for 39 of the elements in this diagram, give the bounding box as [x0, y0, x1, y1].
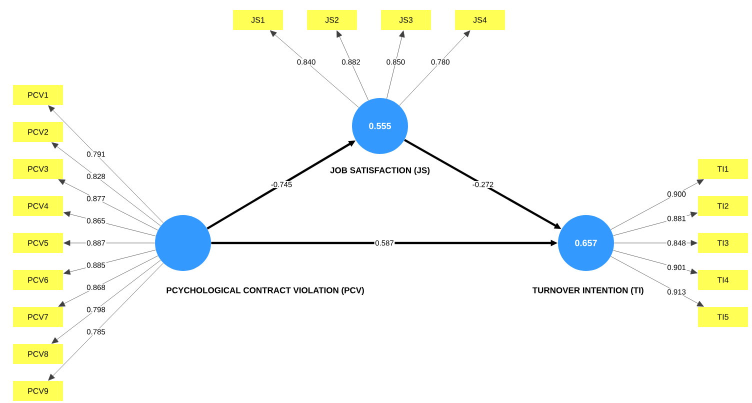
indicator-box: PCV9 [13, 381, 63, 401]
arrow [610, 256, 704, 307]
arrow [52, 260, 161, 344]
arrow [336, 30, 369, 100]
construct-label: TURNOVER INTENTION (TI) [532, 287, 644, 295]
arrow [399, 30, 470, 106]
indicator-box: PCV3 [13, 159, 63, 179]
arrow [64, 250, 156, 275]
arrow [270, 30, 359, 108]
indicator-box: PCV4 [13, 196, 63, 216]
arrow [48, 262, 164, 381]
arrow [64, 240, 155, 246]
indicator-box: JS2 [307, 10, 357, 30]
arrow [613, 250, 698, 274]
construct-label: PCYCHOLOGICAL CONTRACT VIOLATION (PCV) [166, 287, 364, 295]
arrow [614, 240, 698, 246]
arrow [610, 179, 704, 230]
indicator-box: TI4 [698, 270, 748, 290]
indicator-box: PCV7 [13, 307, 63, 327]
arrow [52, 142, 161, 226]
construct-label: JOB SATISFACTION (JS) [330, 167, 430, 175]
arrow [64, 211, 156, 236]
indicator-box: TI3 [698, 233, 748, 253]
indicator-box: PCV8 [13, 344, 63, 364]
arrow [48, 105, 164, 224]
indicator-box: PCV5 [13, 233, 63, 253]
arrow [58, 256, 158, 307]
indicator-box: TI5 [698, 307, 748, 327]
indicator-box: PCV6 [13, 270, 63, 290]
indicator-box: TI1 [698, 159, 748, 179]
arrow [613, 212, 698, 236]
indicator-box: JS1 [233, 10, 283, 30]
indicator-box: PCV2 [13, 122, 63, 142]
indicator-box: JS4 [455, 10, 505, 30]
indicator-box: JS3 [381, 10, 431, 30]
arrow [386, 30, 405, 99]
arrow [58, 179, 158, 230]
indicator-box: PCV1 [13, 85, 63, 105]
indicator-box: TI2 [698, 196, 748, 216]
